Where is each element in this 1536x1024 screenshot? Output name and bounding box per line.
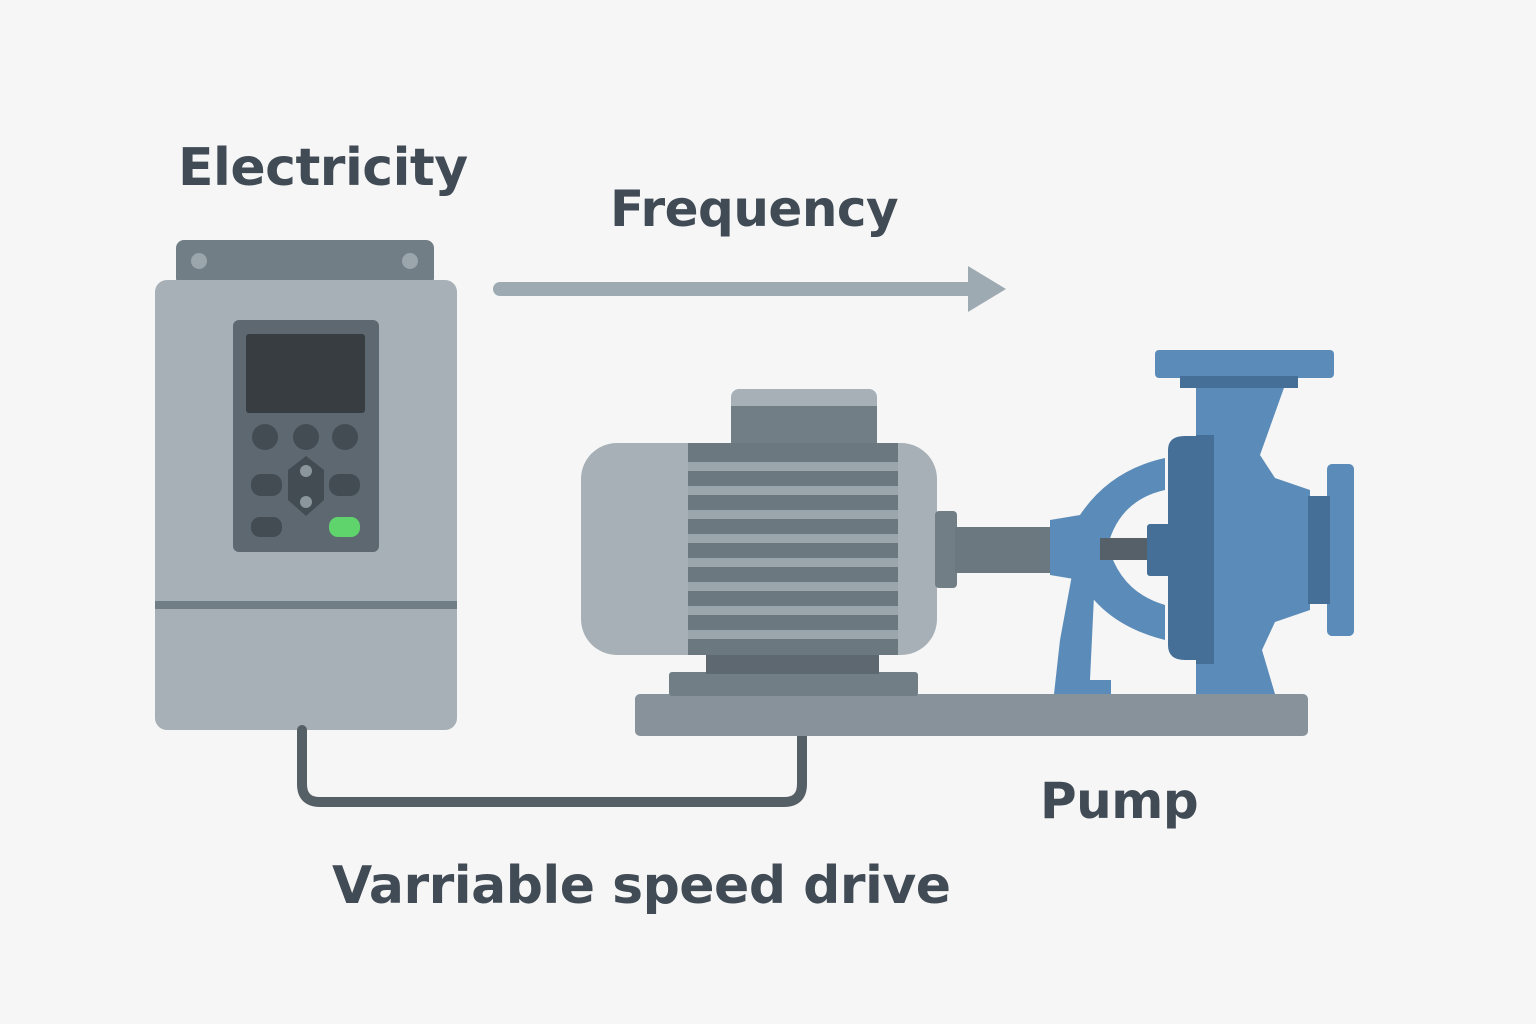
keypad-button bbox=[329, 474, 360, 496]
frequency-arrow-icon bbox=[493, 266, 1006, 312]
drive-display bbox=[246, 334, 365, 413]
motor-fins-bg bbox=[688, 443, 898, 655]
base-plate bbox=[635, 694, 1308, 736]
pump-label: Pump bbox=[1040, 772, 1199, 830]
mount-screw-right bbox=[402, 253, 418, 269]
mount-screw-left bbox=[191, 253, 207, 269]
pump-volute bbox=[1192, 380, 1310, 694]
keypad-button bbox=[332, 424, 358, 450]
motor-shaft-collar bbox=[935, 511, 957, 588]
keypad-button bbox=[293, 424, 319, 450]
drive-top-mount bbox=[176, 240, 434, 286]
variable-speed-drive-unit bbox=[155, 240, 457, 730]
keypad-button bbox=[251, 474, 282, 496]
variable-speed-drive-label: Varriable speed drive bbox=[332, 856, 951, 916]
electricity-label: Electricity bbox=[178, 138, 468, 198]
electric-motor bbox=[581, 389, 1065, 696]
keypad-button bbox=[252, 424, 278, 450]
motor-foot bbox=[669, 672, 918, 696]
pump-coupling bbox=[1147, 524, 1171, 576]
discharge-flange bbox=[1155, 350, 1334, 378]
suction-flange bbox=[1327, 464, 1354, 636]
centrifugal-pump bbox=[1050, 350, 1354, 694]
frequency-label: Frequency bbox=[610, 180, 899, 238]
run-button bbox=[329, 517, 360, 537]
drive-to-motor-cable bbox=[297, 715, 807, 807]
navigation-pad-icon bbox=[288, 456, 324, 516]
drive-seam bbox=[155, 601, 457, 609]
pump-casing bbox=[1168, 436, 1198, 660]
keypad-button bbox=[251, 517, 282, 537]
drive-keypad bbox=[233, 320, 379, 552]
motor-cooling-fins bbox=[688, 462, 898, 639]
motor-shaft bbox=[955, 527, 1065, 573]
pump-shaft bbox=[1100, 538, 1160, 560]
pump-support-leg bbox=[1054, 575, 1111, 694]
